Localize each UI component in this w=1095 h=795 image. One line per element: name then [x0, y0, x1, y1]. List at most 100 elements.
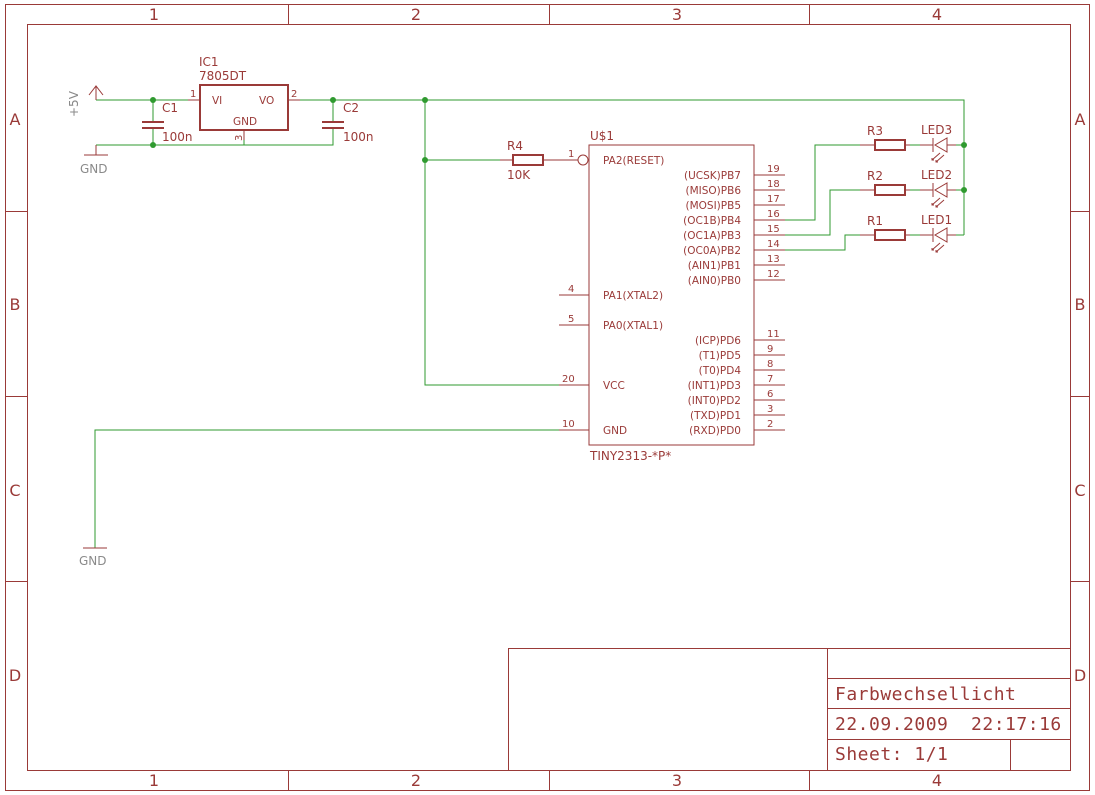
mcu-right-pin-num: 9	[767, 344, 773, 355]
junction-dot	[150, 97, 156, 103]
mcu-right-pin-num: 2	[767, 419, 773, 430]
mcu-right-pin-num: 3	[767, 404, 773, 415]
gnd-symbol-2: GND	[79, 547, 107, 568]
junction-dot	[422, 97, 428, 103]
mcu-right-pin-label: (AIN1)PB1	[688, 260, 741, 272]
ic1-pin3-num: 3	[234, 135, 245, 141]
mcu-right-pin-label: (MISO)PB6	[686, 185, 742, 197]
resistor-r1: R1	[860, 214, 910, 241]
junction-dot	[961, 187, 967, 193]
led3-name: LED3	[921, 123, 952, 137]
mcu-right-pin-num: 15	[767, 224, 780, 235]
mcu-right-pin-num: 18	[767, 179, 780, 190]
led1: LED1	[920, 213, 956, 253]
mcu-left-pin-label: GND	[603, 425, 627, 437]
c1-name: C1	[162, 101, 178, 115]
mcu-right-pin-lines	[754, 174, 785, 431]
frame-row-a-right: A	[1075, 110, 1086, 129]
junction-dot	[422, 157, 428, 163]
title-block-datetime: 22.09.2009 22:17:16	[835, 714, 1062, 735]
mcu-right-pin-label: (AIN0)PB0	[688, 275, 741, 287]
mcu-right-pin-num: 16	[767, 209, 780, 220]
mcu-left-pin-num: 10	[562, 419, 575, 430]
mcu-right-pin-label: (UCSK)PB7	[684, 170, 741, 182]
mcu-left-pin-label: VCC	[603, 380, 625, 392]
led1-name: LED1	[921, 213, 952, 227]
frame-row-b-left: B	[10, 295, 21, 314]
mcu-right-pin-label: (INT0)PD2	[688, 395, 741, 407]
supply-5v: +5V	[67, 85, 104, 117]
title-block: Farbwechsellicht 22.09.2009 22:17:16 She…	[508, 648, 1071, 771]
mcu-right-pin-label: (INT1)PD3	[688, 380, 741, 392]
mcu-left-pin-label: PA2(RESET)	[603, 155, 664, 167]
mcu-left-pin-label: PA0(XTAL1)	[603, 320, 663, 332]
mcu-right-pin-label: (MOSI)PB5	[686, 200, 742, 212]
c2-name: C2	[343, 101, 359, 115]
title-block-sheet: Sheet: 1/1	[835, 744, 948, 765]
led2: LED2	[920, 168, 956, 208]
gnd-symbol-1: GND	[80, 145, 108, 176]
mcu-left-pin-num: 5	[568, 314, 574, 325]
frame-row-a-left: A	[10, 110, 21, 129]
ic1-name: IC1	[199, 55, 219, 69]
mcu-value: TINY2313-*P*	[589, 449, 671, 463]
mcu-right-pin-num: 7	[767, 374, 773, 385]
ic1-pin-vi: VI	[212, 95, 222, 107]
resistor-r3: R3	[860, 124, 910, 151]
ic1-value: 7805DT	[199, 69, 247, 83]
title-block-title: Farbwechsellicht	[835, 684, 1016, 705]
resistor-r2: R2	[860, 169, 910, 196]
mcu-right-pin-label: (TXD)PD1	[690, 410, 741, 422]
frame-row-d-right: D	[1074, 666, 1086, 685]
mcu-right-pin-num: 14	[767, 239, 780, 250]
mcu-tiny2313: U$1 TINY2313-*P* 1 PA2(RESET) 4 PA1(XTAL…	[559, 129, 785, 463]
r4-name: R4	[507, 139, 523, 153]
c2-value: 100n	[343, 130, 374, 144]
frame-col-4-bottom: 4	[932, 771, 942, 790]
mcu-right-pin-num: 6	[767, 389, 773, 400]
mcu-right-pin-label: (RXD)PD0	[689, 425, 741, 437]
mcu-right-pin-label: (T1)PD5	[699, 350, 741, 362]
junctions	[150, 97, 967, 193]
mcu-right-pin-label: (T0)PD4	[699, 365, 742, 377]
r3-name: R3	[867, 124, 883, 138]
outer-border	[5, 4, 1090, 791]
r2-name: R2	[867, 169, 883, 183]
junction-dot	[150, 142, 156, 148]
junction-dot	[961, 142, 967, 148]
frame-col-3-top: 3	[672, 5, 682, 24]
mcu-right-pin-num: 12	[767, 269, 780, 280]
mcu-right-pin-label: (ICP)PD6	[695, 335, 741, 347]
c1-value: 100n	[162, 130, 193, 144]
ic1-regulator: IC1 7805DT VI VO GND 1 2 3	[188, 55, 300, 141]
frame-row-c-right: C	[1074, 481, 1085, 500]
r4-value: 10K	[507, 168, 531, 182]
gnd-label-1: GND	[80, 162, 108, 176]
frame-row-c-left: C	[9, 481, 20, 500]
mcu-right-pin-num: 8	[767, 359, 773, 370]
mcu-right-pin-num: 11	[767, 329, 780, 340]
led2-name: LED2	[921, 168, 952, 182]
ic1-pin-vo: VO	[259, 95, 274, 107]
mcu-left-pin-num: 1	[568, 149, 574, 160]
led3: LED3	[920, 123, 956, 163]
r1-name: R1	[867, 214, 883, 228]
junction-dot	[330, 97, 336, 103]
resistor-r4: R4 10K	[500, 139, 578, 182]
mcu-left-pin-num: 20	[562, 374, 575, 385]
frame-col-1-bottom: 1	[149, 771, 159, 790]
mcu-right-pin-num: 19	[767, 164, 780, 175]
frame-col-4-top: 4	[932, 5, 942, 24]
mcu-right-pin-label: (OC1A)PB3	[683, 230, 741, 242]
mcu-right-pin-label: (OC1B)PB4	[683, 215, 741, 227]
ic1-pin-gnd: GND	[233, 116, 257, 128]
mcu-right-pin-num: 13	[767, 254, 780, 265]
mcu-left-pin-num: 4	[568, 284, 574, 295]
mcu-right-pin-num: 17	[767, 194, 780, 205]
capacitor-c1: C1 100n	[142, 101, 193, 144]
ic1-pin2-num: 2	[291, 89, 297, 100]
gnd-label-2: GND	[79, 554, 107, 568]
frame-col-3-bottom: 3	[672, 771, 682, 790]
mcu-name: U$1	[590, 129, 614, 143]
